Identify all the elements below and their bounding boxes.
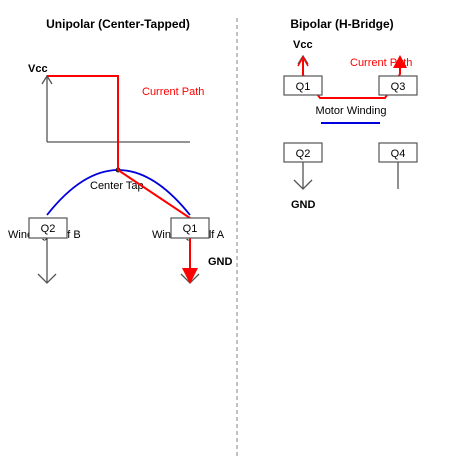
unipolar-q2-label: Q2 xyxy=(41,223,56,235)
bipolar-current-label: Current Path xyxy=(350,57,412,69)
bipolar-gnd-label: GND xyxy=(291,199,316,211)
bipolar-q2-label: Q2 xyxy=(296,148,311,160)
bipolar-title: Bipolar (H-Bridge) xyxy=(290,17,393,31)
unipolar-section: Unipolar (Center-Tapped) Vcc Center Tap … xyxy=(8,17,233,284)
unipolar-current-arrowhead xyxy=(182,268,198,284)
winding-arc xyxy=(46,169,191,216)
unipolar-current-label: Current Path xyxy=(142,86,204,98)
unipolar-q2-box xyxy=(28,217,68,239)
bipolar-q4-label: Q4 xyxy=(391,148,406,160)
bipolar-q3-box xyxy=(378,75,418,96)
bipolar-q1-label: Q1 xyxy=(296,81,311,93)
bipolar-q2-gnd-arrow xyxy=(293,179,313,190)
bipolar-vcc-red-arrow xyxy=(297,55,309,67)
bipolar-current-arrowhead xyxy=(393,55,407,68)
unipolar-q1-label: Q1 xyxy=(183,223,198,235)
unipolar-gnd-label: GND xyxy=(208,256,233,268)
bipolar-current-path xyxy=(302,60,401,99)
q2-gnd-arrow xyxy=(37,273,57,284)
motor-winding-label: Motor Winding xyxy=(316,105,387,117)
unipolar-vcc-label: Vcc xyxy=(28,63,48,75)
center-tap-label: Center Tap xyxy=(90,180,144,192)
bipolar-vcc-label: Vcc xyxy=(293,39,313,51)
bipolar-section: Bipolar (H-Bridge) Vcc Current Path Q1 Q… xyxy=(283,17,418,211)
bipolar-q3-label: Q3 xyxy=(391,81,406,93)
unipolar-title: Unipolar (Center-Tapped) xyxy=(46,17,190,31)
bipolar-q1-box xyxy=(283,75,323,96)
unipolar-current-path xyxy=(47,75,191,275)
unipolar-q1-box xyxy=(170,217,210,239)
